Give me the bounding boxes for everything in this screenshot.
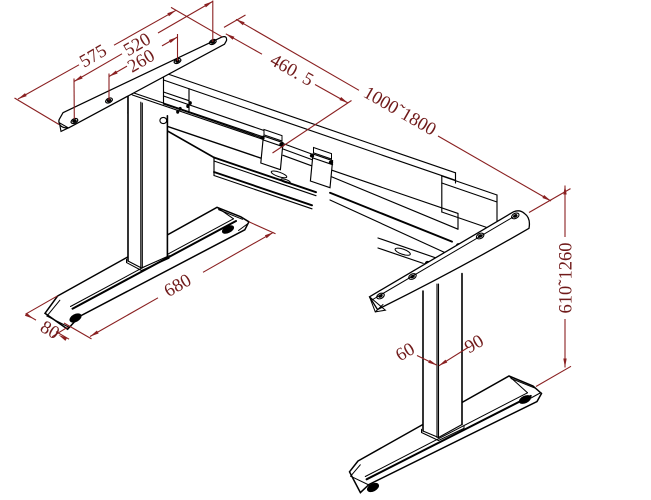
svg-text:610˜1260: 610˜1260 — [557, 243, 577, 314]
